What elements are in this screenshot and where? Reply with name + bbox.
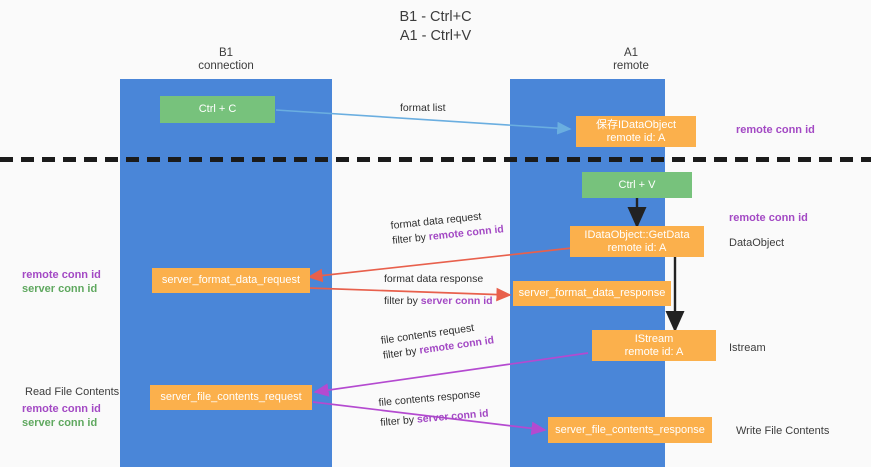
box-ctrl-c-line1: Ctrl + C (198, 103, 237, 115)
fcr-prefix: filter by (382, 344, 421, 362)
box-ctrl-c[interactable]: Ctrl + C (160, 96, 275, 123)
box-getdata-line1: IDataObject::GetData (584, 228, 690, 241)
box-ctrl-v[interactable]: Ctrl + V (582, 172, 692, 198)
box-ctrl-v-line1: Ctrl + V (618, 178, 656, 191)
box-dataobject-saved-line1: 保存IDataObject (595, 118, 677, 131)
label-left-server-conn-bottom: server conn id (22, 417, 98, 429)
label-right-istream: Istream (729, 342, 766, 354)
edge-label-format-list-line1: format list (400, 102, 446, 114)
label-right-remote-conn-top: remote conn id (736, 124, 815, 136)
column-left-role: connection (198, 60, 254, 72)
box-server-format-data-request[interactable]: server_format_data_request (152, 268, 310, 293)
box-getdata[interactable]: IDataObject::GetData remote id: A (570, 226, 704, 257)
fdr-prefix: filter by (391, 231, 430, 247)
label-left-remote-conn-bottom: remote conn id (22, 403, 101, 415)
box-server-format-data-response-line1: server_format_data_response (518, 287, 666, 299)
box-server-format-data-response[interactable]: server_format_data_response (513, 281, 671, 306)
box-dataobject-saved-line2: remote id: A (606, 131, 666, 144)
label-left-read-file-contents: Read File Contents (25, 386, 120, 398)
box-getdata-line2: remote id: A (607, 241, 667, 254)
edge-label-format-data-response-line2: filter by server conn id (384, 294, 493, 309)
title-line-2: A1 - Ctrl+V (399, 28, 472, 44)
phase-divider (0, 157, 871, 162)
page-title: B1 - Ctrl+C A1 - Ctrl+V (0, 8, 871, 46)
column-header-right: A1 remote (555, 47, 707, 73)
edge-label-format-list: format list (400, 101, 446, 116)
column-right-name: A1 (623, 47, 639, 59)
fdres-prefix: filter by (384, 295, 421, 307)
label-left-remote-conn-mid: remote conn id (22, 269, 101, 281)
edge-label-format-data-request: format data request filter by remote con… (390, 207, 505, 249)
edge-label-file-contents-response: file contents response filter by server … (378, 387, 489, 431)
label-right-remote-conn-mid: remote conn id (729, 212, 808, 224)
fcres-filter: server conn id (416, 407, 490, 426)
edge-label-file-contents-request: file contents request filter by remote c… (380, 318, 495, 363)
edge-label-format-data-response-line1: format data response (384, 273, 484, 285)
fcres-prefix: filter by (379, 413, 418, 429)
label-left-server-conn-mid: server conn id (22, 283, 98, 295)
edge-label-file-contents-response-line2: filter by server conn id (380, 406, 489, 430)
box-server-file-contents-response[interactable]: server_file_contents_response (548, 417, 712, 443)
label-right-dataobject: DataObject (729, 237, 785, 249)
title-line-1: B1 - Ctrl+C (399, 9, 472, 25)
box-istream-line1: IStream (634, 332, 674, 345)
box-istream[interactable]: IStream remote id: A (592, 330, 716, 361)
box-server-file-contents-request-line1: server_file_contents_request (160, 391, 302, 403)
box-dataobject-saved[interactable]: 保存IDataObject remote id: A (576, 116, 696, 147)
edge-label-format-data-response: format data response filter by server co… (384, 272, 493, 309)
box-istream-line2: remote id: A (624, 345, 684, 358)
box-server-file-contents-request[interactable]: server_file_contents_request (150, 385, 312, 410)
label-right-write-file-contents: Write File Contents (736, 425, 830, 437)
box-server-format-data-request-line1: server_format_data_request (161, 274, 301, 286)
column-left-name: B1 (218, 47, 234, 59)
column-right-role: remote (613, 60, 649, 72)
fdres-filter: server conn id (420, 295, 493, 307)
box-server-file-contents-response-line1: server_file_contents_response (555, 423, 705, 436)
column-header-left: B1 connection (150, 47, 302, 73)
